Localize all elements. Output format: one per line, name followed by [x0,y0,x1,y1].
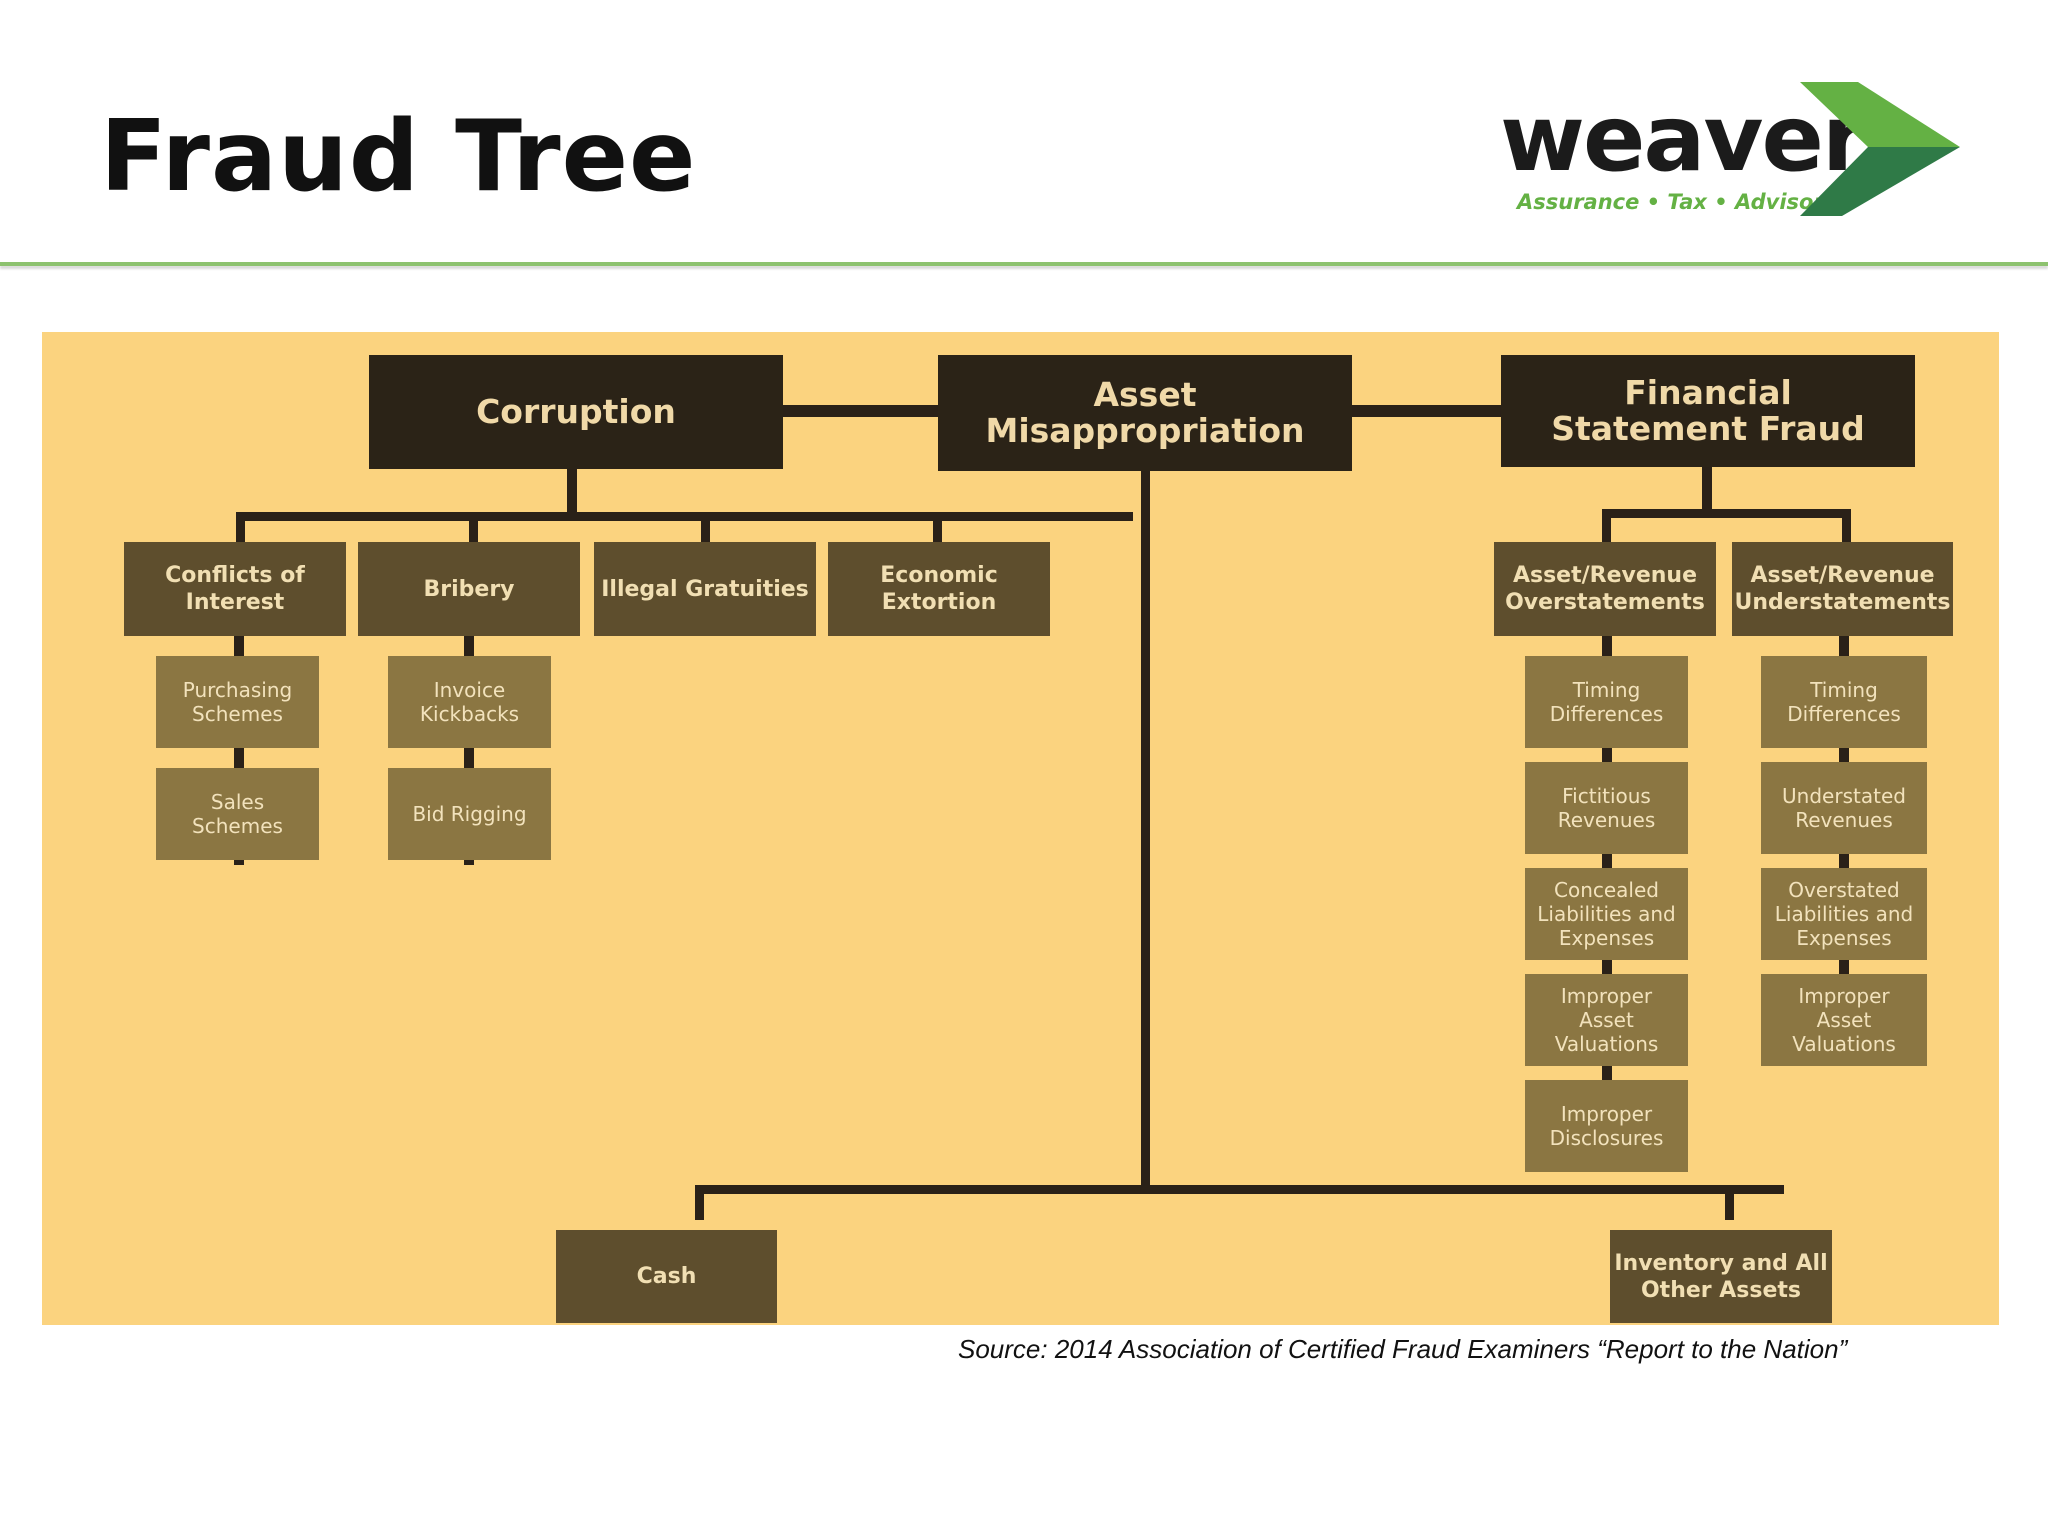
node-timing-differences-under: Timing Differences [1761,656,1927,748]
connector-financial-stem [1702,464,1712,516]
fraud-tree-diagram: Corruption Asset Misappropriation Financ… [42,332,1999,1325]
connector-financial-bar [1602,509,1851,518]
connector-cash-drop [695,1185,704,1220]
connector-top-left [783,405,983,417]
node-inventory-and-other-assets: Inventory and All Other Assets [1610,1230,1832,1323]
node-improper-asset-valuations-over: Improper Asset Valuations [1525,974,1688,1066]
node-purchasing-schemes: Purchasing Schemes [156,656,319,748]
node-corruption: Corruption [369,355,783,469]
connector-extortion-drop [933,512,942,557]
connector-conflicts-drop [236,512,245,557]
node-understated-revenues: Understated Revenues [1761,762,1927,854]
node-timing-differences-over: Timing Differences [1525,656,1688,748]
connector-asset-bar [695,1185,1784,1194]
weaver-logo: weaver Assurance • Tax • Advisory [1495,78,1975,228]
node-improper-asset-valuations-under: Improper Asset Valuations [1761,974,1927,1066]
node-asset-revenue-overstatements: Asset/Revenue Overstatements [1494,542,1716,636]
node-overstated-liabilities: Overstated Liabilities and Expenses [1761,868,1927,960]
header-divider [0,262,2048,266]
connector-over-drop [1602,509,1611,554]
node-fictitious-revenues: Fictitious Revenues [1525,762,1688,854]
connector-corruption-stem [567,467,577,519]
logo-arrow-icon [1800,82,1960,216]
source-citation: Source: 2014 Association of Certified Fr… [958,1334,1848,1364]
node-concealed-liabilities: Concealed Liabilities and Expenses [1525,868,1688,960]
node-invoice-kickbacks: Invoice Kickbacks [388,656,551,748]
connector-corruption-bar [236,512,1133,521]
node-cash: Cash [556,1230,777,1323]
logo-tagline: Assurance • Tax • Advisory [1517,190,1838,214]
node-asset-misappropriation: Asset Misappropriation [938,355,1352,471]
connector-conflicts-chain [234,635,244,865]
node-bid-rigging: Bid Rigging [388,768,551,860]
node-illegal-gratuities: Illegal Gratuities [594,542,816,636]
node-sales-schemes: Sales Schemes [156,768,319,860]
node-asset-revenue-understatements: Asset/Revenue Understatements [1732,542,1953,636]
logo-wordmark: weaver [1500,85,1867,192]
connector-gratuities-drop [701,512,710,557]
node-financial-statement-fraud: Financial Statement Fraud [1501,355,1915,467]
node-improper-disclosures: Improper Disclosures [1525,1080,1688,1172]
connector-inventory-drop [1725,1185,1734,1220]
connector-bribery-drop [469,512,478,557]
node-economic-extortion: Economic Extortion [828,542,1050,636]
node-conflicts-of-interest: Conflicts of Interest [124,542,346,636]
connector-under-drop [1842,509,1851,554]
node-bribery: Bribery [358,542,580,636]
slide-title: Fraud Tree [100,100,697,214]
connector-bribery-chain [464,635,474,865]
connector-asset-stem [1141,468,1150,1193]
